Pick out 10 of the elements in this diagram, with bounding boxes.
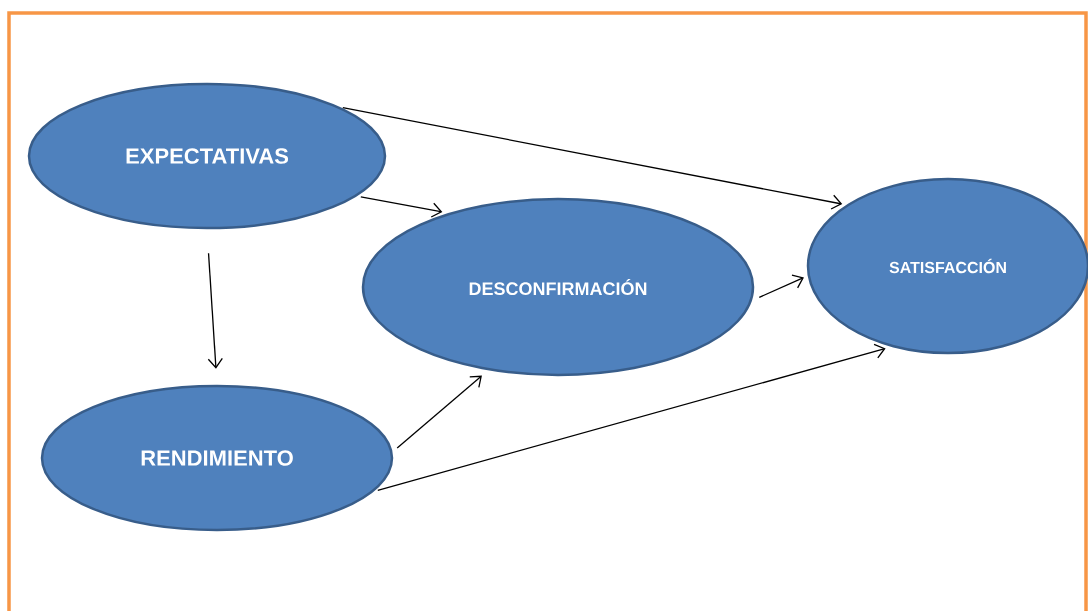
arrow: [758, 274, 804, 298]
ellipse-node: RENDIMIENTO: [40, 384, 394, 532]
ellipse-node: EXPECTATIVAS: [27, 82, 387, 230]
arrow: [377, 343, 886, 491]
arrow: [396, 375, 482, 449]
arrow: [342, 107, 843, 210]
arrow: [207, 252, 223, 369]
arrow: [360, 196, 443, 218]
ellipse-node: SATISFACCIÓN: [806, 177, 1088, 355]
ellipse-node: DESCONFIRMACIÓN: [361, 197, 755, 377]
